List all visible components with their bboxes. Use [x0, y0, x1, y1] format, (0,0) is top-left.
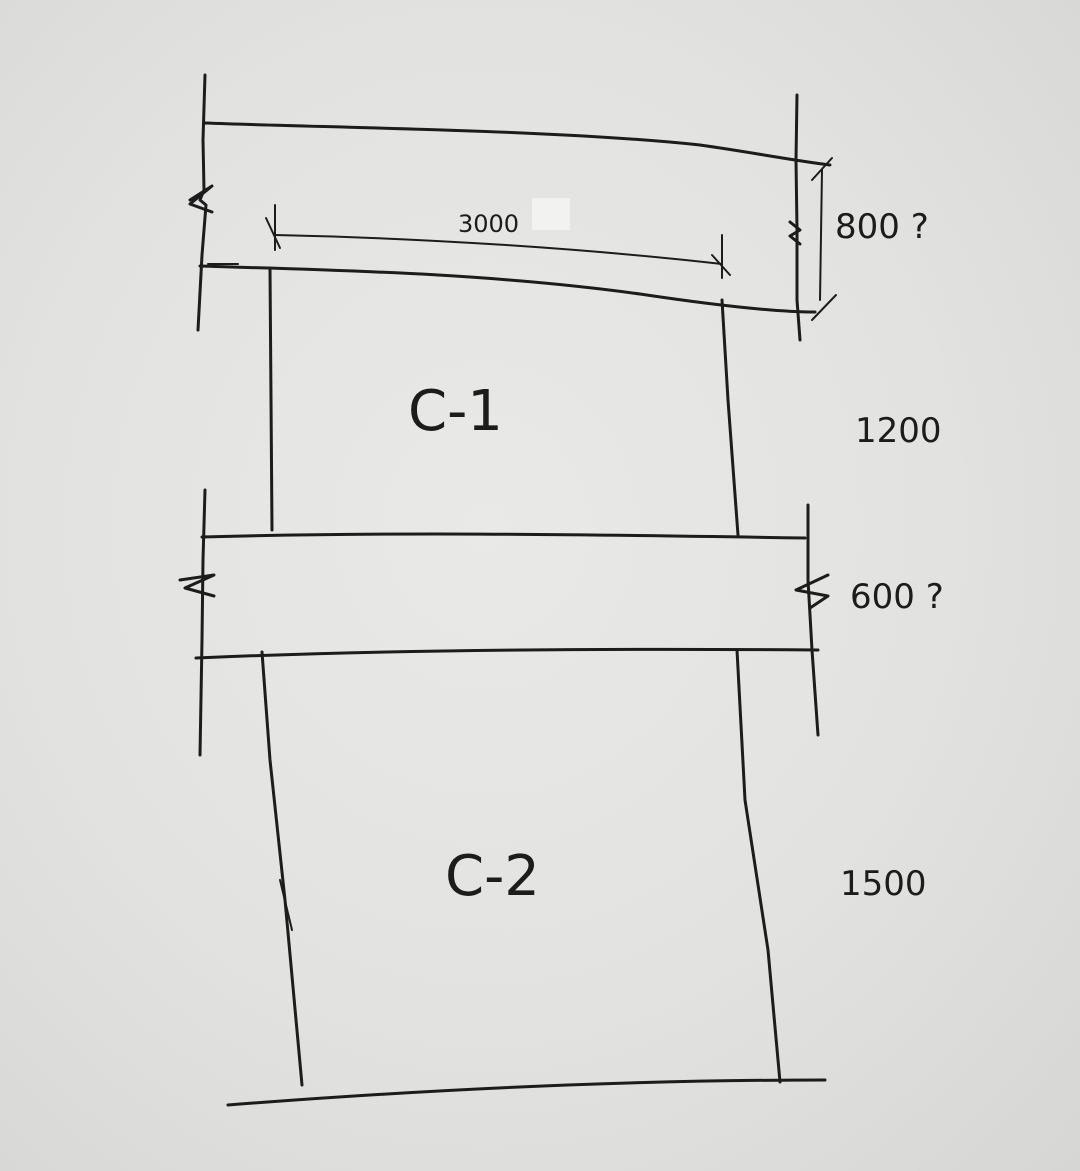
c2-right-side — [735, 648, 782, 1084]
c1-left-side — [268, 266, 274, 532]
c2-left-side — [260, 650, 304, 1087]
panel-label-c2: C-2 — [445, 844, 540, 909]
c2-left-tick — [279, 879, 293, 931]
break-mark-top-right — [788, 220, 802, 246]
panel-c1: C-1 — [268, 266, 740, 537]
c1-right-side — [720, 298, 740, 537]
dimension-800: 800 ? — [811, 157, 929, 321]
top-beam-top-edge — [203, 121, 832, 167]
middle-beam-bottom-edge — [194, 647, 820, 660]
dim-label-600: 600 ? — [850, 577, 944, 617]
dimension-3000: 3000 — [265, 198, 731, 279]
dim-tick-800-bottom — [811, 294, 837, 321]
right-wall-middle — [806, 503, 820, 737]
dim-label-800: 800 ? — [835, 207, 929, 247]
panel-c2: C-2 — [260, 648, 782, 1087]
dim-tick-800-top — [811, 157, 833, 181]
dim-label-1200: 1200 — [855, 411, 942, 451]
panel-label-c1: C-1 — [408, 379, 503, 444]
base-line — [226, 1078, 827, 1107]
dim-tick-left — [265, 204, 281, 251]
left-wall-upper — [196, 73, 208, 332]
left-wall-middle — [198, 488, 207, 757]
middle-beam-top-edge — [200, 532, 807, 540]
middle-beam: 600 ? — [178, 488, 944, 757]
dim-label-1500: 1500 — [840, 864, 927, 904]
break-mark-mid-left — [178, 573, 216, 598]
break-mark-top-left — [188, 184, 214, 214]
dim-label-3000: 3000 — [458, 210, 519, 238]
top-beam — [188, 73, 832, 342]
top-beam-bottom-edge — [198, 264, 817, 314]
right-wall-upper — [794, 93, 802, 342]
dim-line-3000 — [274, 234, 723, 265]
dim-tick-right — [711, 234, 731, 279]
dim-line-800 — [819, 169, 823, 301]
break-mark-mid-right — [794, 573, 830, 610]
tape-patch — [532, 198, 570, 230]
